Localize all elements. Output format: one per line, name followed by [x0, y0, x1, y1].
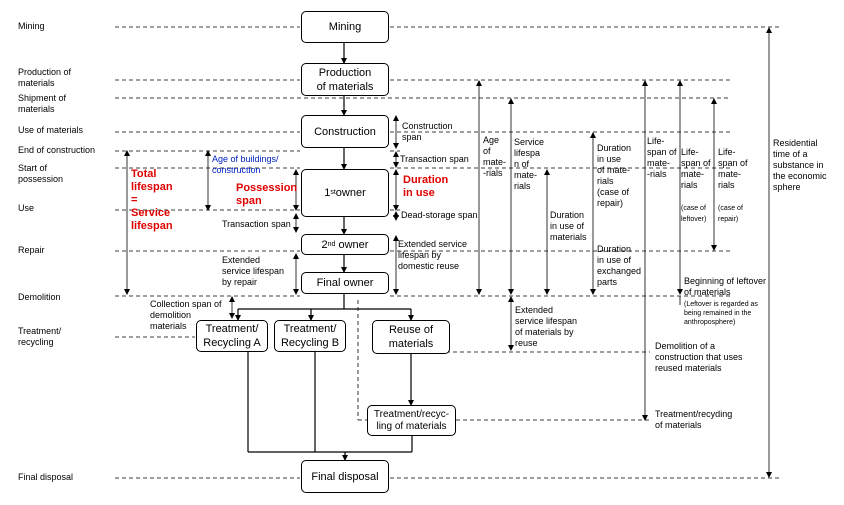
first-owner-num: 1 [324, 187, 331, 199]
label-extended-repair: Extended service lifespan by repair [222, 255, 285, 287]
lifespan-repair-case: (case of repair) [718, 205, 743, 223]
second-owner-num: 2 [321, 238, 328, 251]
label-age-of-materials: Age of mate- -rials [483, 135, 507, 178]
label-leftover-note: (Leftover is regarded as being remained … [684, 301, 758, 326]
second-owner-label: owner [335, 238, 369, 251]
lifespan-leftover-case: (case of leftover) [681, 205, 707, 223]
label-possession-span: Possession span [236, 182, 298, 207]
box-production: Production of materials [301, 63, 389, 96]
box-reuse: Reuse of materials [372, 320, 450, 354]
stage-label-use-of-materials: Use of materials [18, 125, 84, 135]
box-treatment-a: Treatment/ Recycling A [196, 320, 268, 352]
stage-label-final-disposal: Final disposal [18, 472, 74, 482]
box-final-owner: Final owner [301, 272, 389, 294]
box-treatment-b: Treatment/ Recycling B [274, 320, 346, 352]
label-total-lifespan: Total lifespan = Service lifespan [131, 168, 173, 232]
label-duration-exchanged: Duration in use of exchanged parts [597, 244, 642, 287]
label-demolition-reused: Demolition of a construction that uses r… [655, 341, 743, 373]
lifespan-repair-text: Life- span of mate- rials [718, 147, 748, 190]
label-extended-reuse: Extended service lifespan of materials b… [515, 305, 578, 348]
stage-label-shipment: Shipment of materials [18, 93, 67, 114]
first-owner-suffix: st [330, 189, 336, 196]
label-extended-domestic: Extended service lifespan by domestic re… [398, 239, 468, 271]
label-duration-in-use: Duration in use [403, 174, 449, 199]
label-transaction-span-1: Transaction span [222, 219, 291, 229]
stage-label-production: Production of materials [18, 67, 72, 88]
stage-label-start-of-possession: Start of possession [18, 163, 64, 184]
stage-label-end-of-construction: End of construction [18, 145, 96, 155]
label-service-lifespan-materials: Service lifespa n of mate- rials [514, 137, 545, 191]
label-age-of-buildings: Age of buildings/ construction [212, 154, 279, 175]
span-arrows [124, 27, 772, 478]
label-residential-time: Residential time of a substance in the e… [773, 138, 827, 192]
label-collection-span: Collection span of demolition materials [150, 299, 222, 331]
box-treatment-materials: Treatment/recyc- ling of materials [367, 405, 456, 436]
first-owner-label: owner [335, 187, 366, 199]
label-transaction-span-2: Transaction span [400, 154, 469, 164]
label-treatment-recycling-materials: Treatment/recyding of materials [655, 409, 733, 430]
flow-arrows [235, 43, 414, 461]
second-owner-suffix: nd [327, 240, 336, 248]
label-lifespan-materials: Life- span of mate- -rials [647, 136, 677, 179]
stage-label-demolition: Demolition [18, 292, 61, 302]
label-lifespan-leftover: Life- span of mate- rials (case of lefto… [681, 136, 711, 224]
label-lifespan-repair: Life- span of mate- rials (case of repai… [718, 136, 748, 224]
box-mining: Mining [301, 11, 389, 43]
stage-label-treatment: Treatment/ recycling [18, 326, 62, 347]
label-construction-span: Construction span [402, 121, 453, 142]
stage-label-repair: Repair [18, 245, 45, 255]
label-duration-repair: Duration in use of mate- rials (case of … [597, 143, 632, 208]
label-dead-storage-span: Dead-storage span [401, 210, 478, 220]
box-final-disposal: Final disposal [301, 460, 389, 493]
stage-label-mining: Mining [18, 21, 45, 31]
label-duration-in-use-materials: Duration in use of materials [550, 210, 587, 242]
label-beginning-leftover: Beginning of leftover of materials [684, 276, 767, 297]
lifespan-leftover-text: Life- span of mate- rials [681, 147, 711, 190]
stage-label-use: Use [18, 203, 35, 213]
box-construction: Construction [301, 115, 389, 148]
